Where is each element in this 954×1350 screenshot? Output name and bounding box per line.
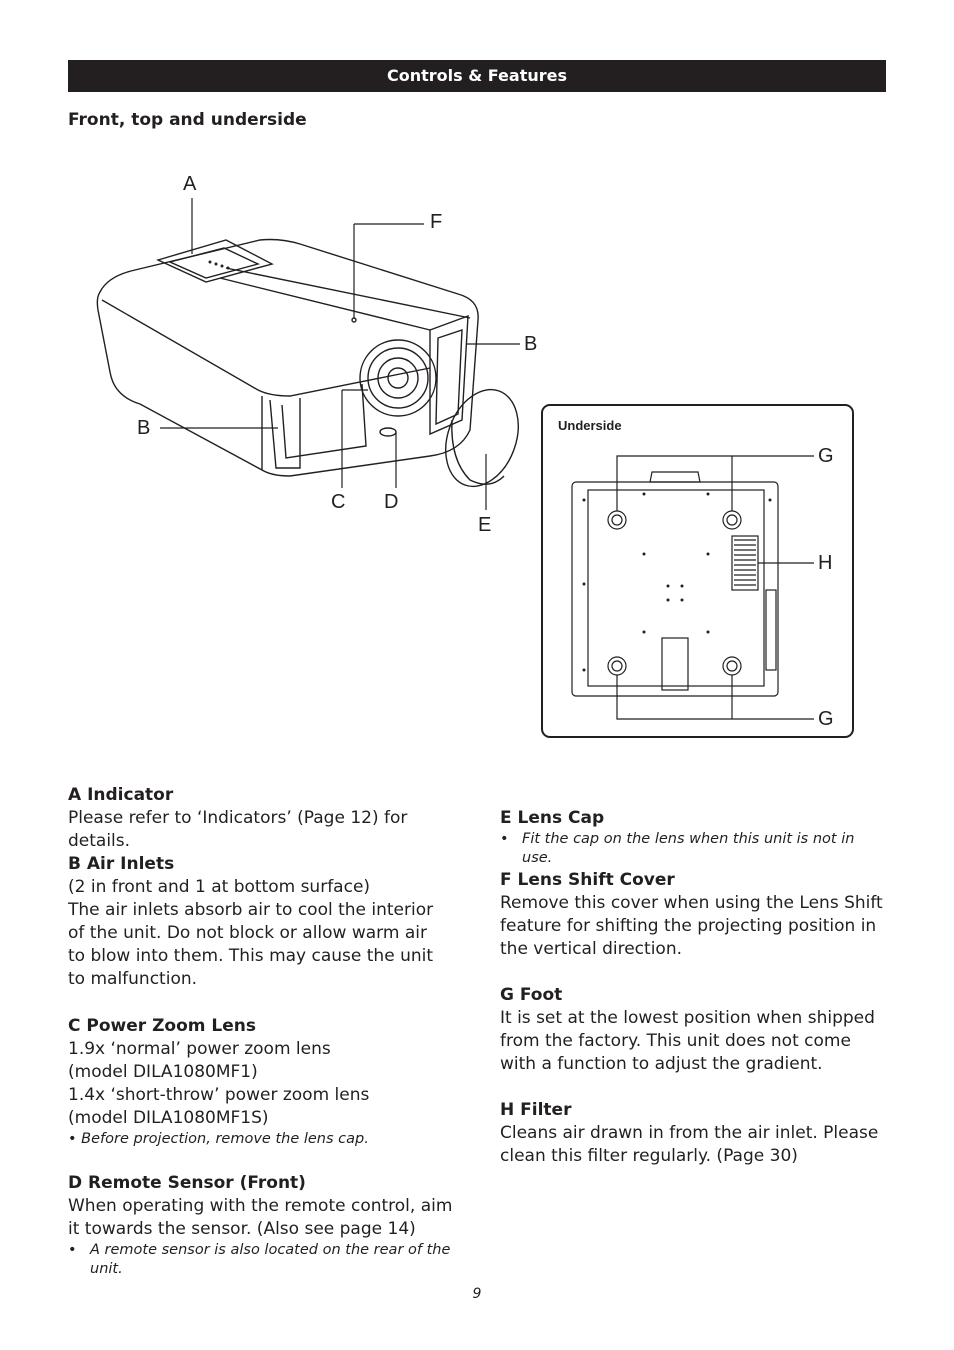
- callout-a: A: [183, 173, 197, 195]
- callout-b-right: B: [524, 333, 537, 355]
- page-number: 9: [472, 1286, 482, 1302]
- item-b-line1: (2 in front and 1 at bottom surface): [68, 877, 371, 897]
- item-h: H Filter Cleans air drawn in from the ai…: [500, 1099, 885, 1168]
- item-e-note: • Fit the cap on the lens when this unit…: [500, 830, 885, 868]
- underside-label: Underside: [558, 418, 622, 433]
- leader-lines: [160, 198, 520, 510]
- item-h-title: H Filter: [500, 1100, 572, 1120]
- item-f: F Lens Shift Cover Remove this cover whe…: [500, 869, 885, 961]
- callout-d: D: [384, 491, 398, 513]
- bullet-icon: •: [500, 831, 509, 847]
- projector-figure: A F B B C D E Underside: [96, 173, 854, 738]
- item-b: B Air Inlets (2 in front and 1 at bottom…: [68, 853, 448, 991]
- callout-g-bottom: G: [818, 708, 834, 730]
- item-c-line2: (model DILA1080MF1): [68, 1062, 258, 1082]
- section-title: Front, top and underside: [68, 110, 307, 130]
- item-g-title: G Foot: [500, 985, 563, 1005]
- item-e: E Lens Cap • Fit the cap on the lens whe…: [500, 807, 885, 868]
- item-g: G Foot It is set at the lowest position …: [500, 984, 885, 1076]
- item-b-title: B Air Inlets: [68, 854, 175, 874]
- item-f-title: F Lens Shift Cover: [500, 870, 675, 890]
- item-b-text: The air inlets absorb air to cool the in…: [68, 900, 434, 989]
- item-d-title: D Remote Sensor (Front): [68, 1173, 306, 1193]
- item-d-text: When operating with the remote control, …: [68, 1196, 453, 1239]
- item-g-text: It is set at the lowest position when sh…: [500, 1008, 875, 1074]
- bullet-icon: •: [68, 1242, 77, 1258]
- item-c-title: C Power Zoom Lens: [68, 1016, 256, 1036]
- callout-h: H: [818, 552, 832, 574]
- item-c-line4: (model DILA1080MF1S): [68, 1108, 269, 1128]
- item-d-note: • A remote sensor is also located on the…: [68, 1241, 453, 1279]
- item-f-text: Remove this cover when using the Lens Sh…: [500, 893, 883, 959]
- section-header: Controls & Features: [68, 60, 886, 92]
- callout-f: F: [430, 211, 442, 233]
- item-e-title: E Lens Cap: [500, 808, 605, 828]
- item-a-text: Please refer to ‘Indicators’ (Page 12) f…: [68, 808, 408, 851]
- item-c-line1: 1.9x ‘normal’ power zoom lens: [68, 1039, 331, 1059]
- item-c-line3: 1.4x ‘short-throw’ power zoom lens: [68, 1085, 370, 1105]
- callout-c: C: [331, 491, 345, 513]
- item-a-title: A Indicator: [68, 785, 174, 805]
- item-c: C Power Zoom Lens 1.9x ‘normal’ power zo…: [68, 1015, 458, 1149]
- item-d-note-text: A remote sensor is also located on the r…: [90, 1242, 451, 1277]
- callout-g-top: G: [818, 445, 834, 467]
- item-e-note-text: Fit the cap on the lens when this unit i…: [522, 831, 855, 866]
- projector-drawing: [96, 238, 519, 488]
- callout-e: E: [478, 514, 491, 536]
- item-c-note: • Before projection, remove the lens cap…: [68, 1131, 369, 1147]
- item-a: A Indicator Please refer to ‘Indicators’…: [68, 784, 468, 853]
- item-d: D Remote Sensor (Front) When operating w…: [68, 1172, 453, 1279]
- item-h-text: Cleans air drawn in from the air inlet. …: [500, 1123, 879, 1166]
- underside-inset: Underside: [541, 404, 854, 738]
- callout-b-left: B: [137, 417, 150, 439]
